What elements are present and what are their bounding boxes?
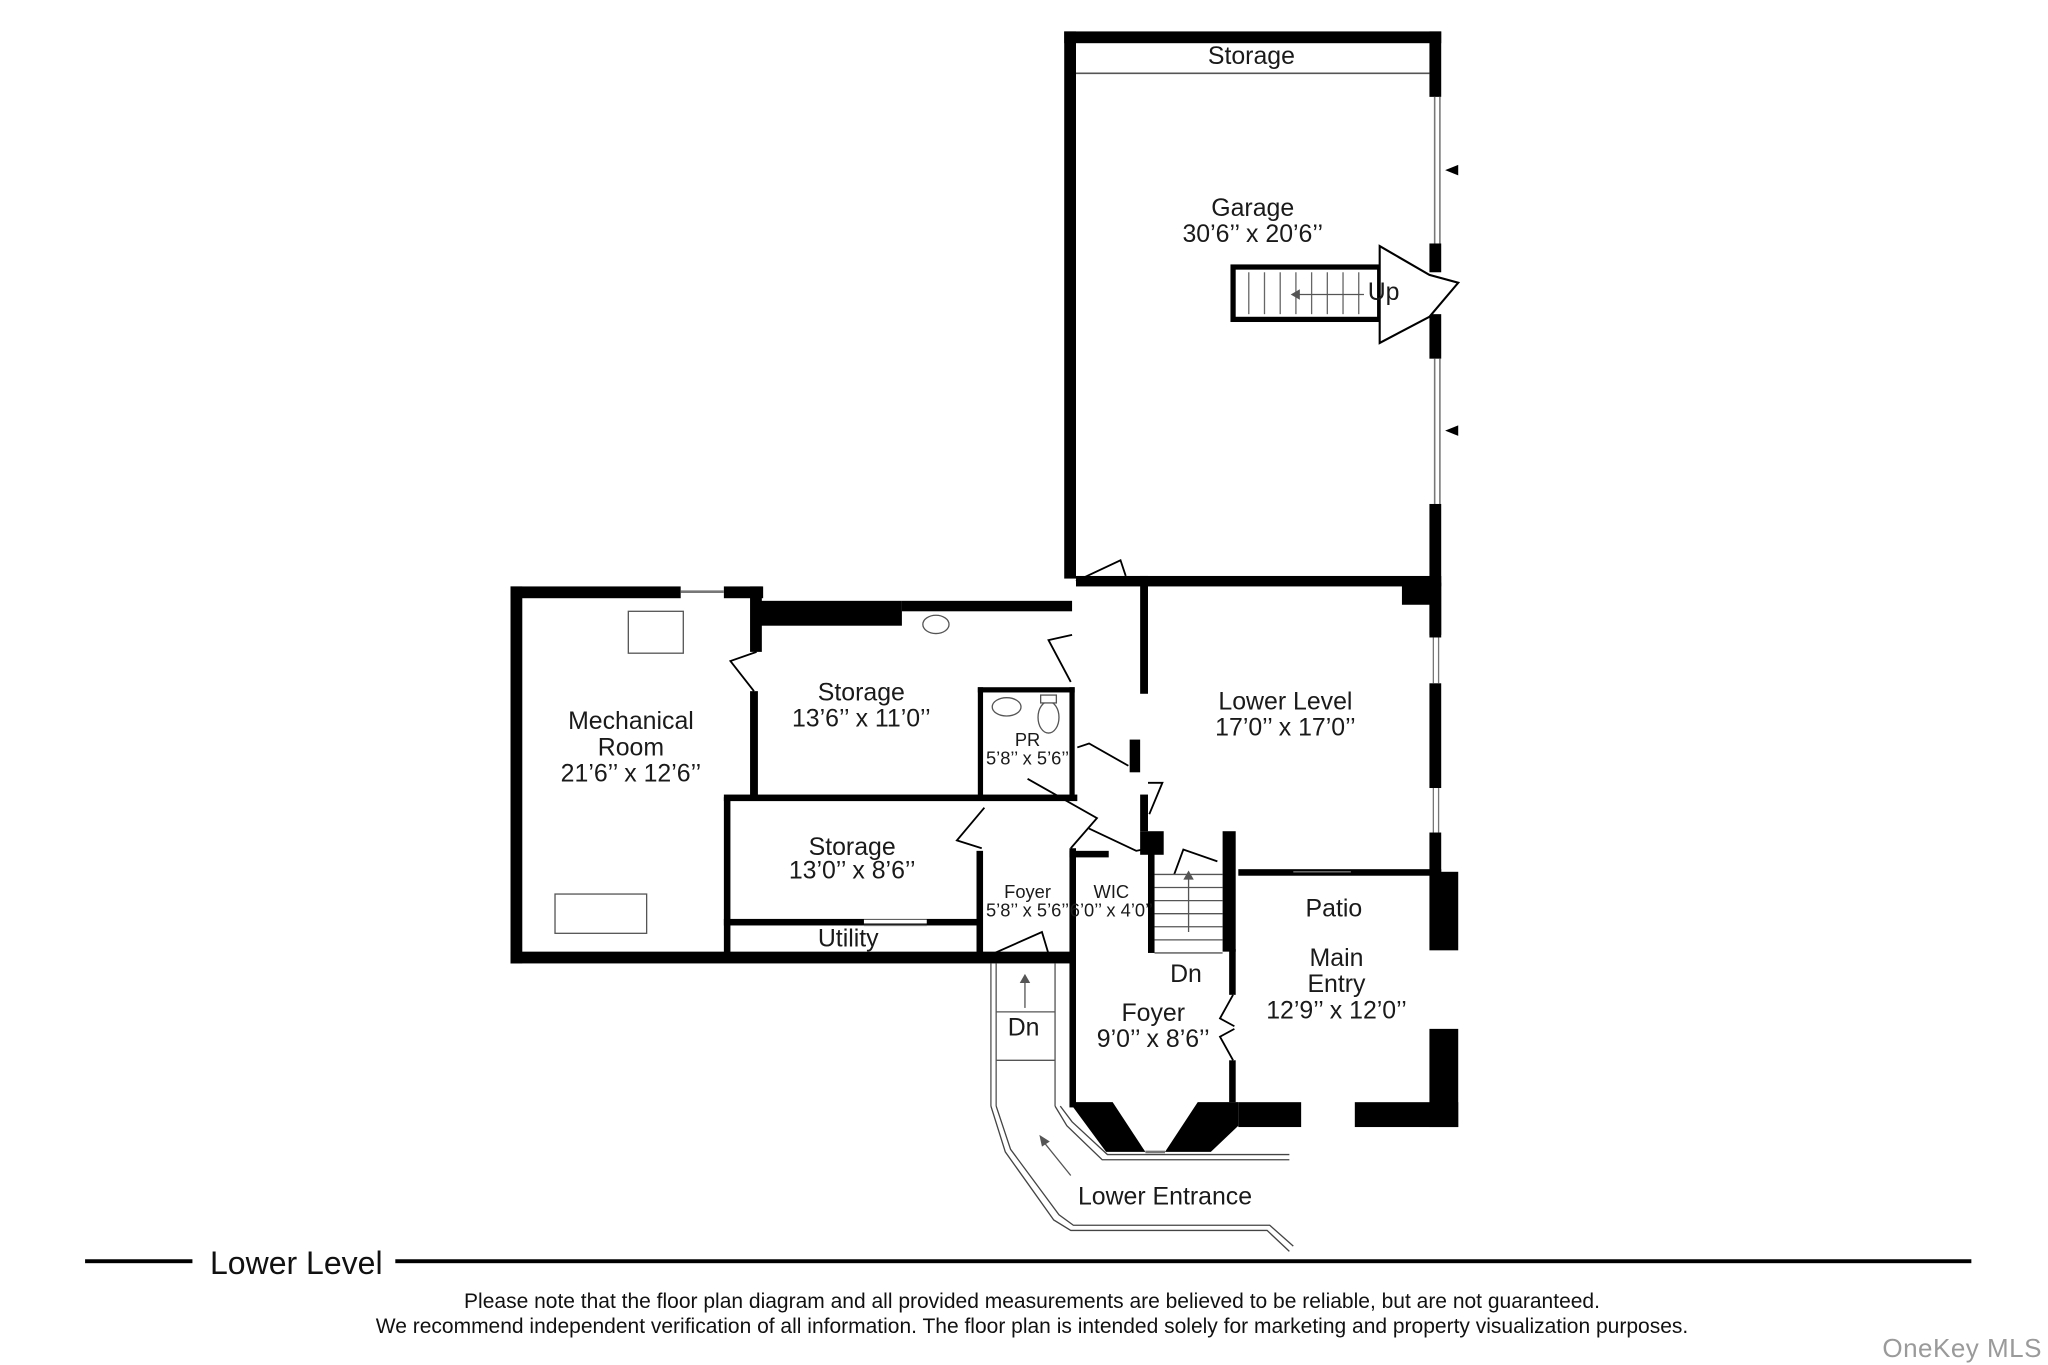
title-rule-left — [85, 1259, 193, 1264]
garage-label: Garage — [1211, 194, 1294, 222]
stair-arrow-head-icon — [1290, 289, 1300, 300]
mechanical-equipment — [554, 893, 648, 934]
toilet-icon — [1037, 700, 1060, 734]
main-entry-label-2: Entry — [1307, 970, 1366, 998]
walkway-arrow — [1042, 1141, 1072, 1176]
foyer-main-dims: 9’0’’ x 8’6’’ — [1097, 1025, 1210, 1053]
storage-a-walls — [723, 600, 1078, 802]
foyer-wic-walls — [1069, 848, 1155, 964]
lower-level-dims: 17’0’’ x 17’0’’ — [1215, 714, 1356, 742]
utility-sink-icon — [922, 614, 950, 635]
title-rule-right — [395, 1259, 1972, 1264]
arrow-marker-icon — [1445, 425, 1459, 436]
stair-arrow-head-icon — [1183, 870, 1194, 880]
arrow-marker-icon — [1445, 164, 1459, 176]
pr-walls — [977, 687, 1075, 798]
stair-door — [1173, 848, 1218, 875]
pr-dims: 5’8’’ x 5’6’’ — [986, 747, 1069, 768]
foyer-main-label: Foyer — [1121, 999, 1185, 1027]
lower-level-windows — [1293, 637, 1440, 873]
storage-a-door — [1047, 633, 1073, 683]
storage-a-label: Storage — [818, 678, 905, 706]
lower-entrance-label: Lower Entrance — [1078, 1182, 1252, 1210]
plan-drawing: Storage Garage 30’6’’ x 20’6’’ Up Mechan… — [85, 31, 1972, 1264]
foyer-door-right — [1027, 778, 1099, 849]
garage-stair — [1230, 264, 1383, 323]
utility-label: Utility — [818, 924, 879, 952]
lower-level-walls — [1075, 575, 1442, 952]
mechanical-label-1: Mechanical — [568, 707, 694, 735]
disclaimer-line-2: We recommend independent verification of… — [375, 1315, 1689, 1338]
patio-label: Patio — [1306, 894, 1363, 922]
storage-b-walls — [723, 797, 984, 957]
toilet-tank-icon — [1040, 694, 1058, 704]
main-entry-dims: 12’9’’ x 12’0’’ — [1266, 996, 1407, 1024]
garage-storage-label: Storage — [1208, 42, 1295, 70]
stair-arrow-head-icon — [1019, 973, 1031, 984]
wic-label: WIC — [1094, 881, 1130, 902]
storage-b-dims: 13’0’’ x 8’6’’ — [789, 856, 916, 884]
hall-door-top — [1075, 558, 1127, 583]
main-entry-label-1: Main — [1310, 944, 1364, 972]
mechanical-equipment — [627, 610, 684, 654]
mechanical-label-2: Room — [598, 733, 664, 761]
garage-walls — [1064, 31, 1442, 635]
stair-up-label: Up — [1368, 278, 1400, 306]
stair-dn-inner-label: Dn — [1170, 960, 1202, 988]
disclaimer-line-1: Please note that the floor plan diagram … — [464, 1290, 1600, 1313]
foyer-door-left — [955, 807, 986, 850]
garage-dims: 30’6’’ x 20’6’’ — [1182, 220, 1323, 248]
main-foyer-door-bottom — [1218, 1028, 1235, 1061]
mechanical-door — [728, 651, 757, 692]
lower-level-door — [1147, 781, 1164, 815]
inner-stair — [1154, 873, 1223, 954]
walkway-arrow-head-icon — [1039, 1134, 1050, 1147]
garage-entry-door — [1378, 244, 1461, 345]
foyer-small-door — [993, 930, 1051, 962]
sink-icon — [991, 697, 1022, 717]
storage-a-dims: 13’6’’ x 11’0’’ — [792, 704, 931, 732]
walkway-lines — [990, 1105, 1294, 1252]
main-foyer-walls — [1069, 949, 1302, 1152]
lower-level-label: Lower Level — [1218, 687, 1352, 715]
patio-walls — [1354, 871, 1459, 1128]
storage-b-label: Storage — [809, 833, 896, 861]
hall-door-mid — [1077, 742, 1129, 767]
garage-stair-treads — [1248, 272, 1360, 315]
garage-door-openings — [1433, 96, 1441, 504]
mechanical-dims: 21’6’’ x 12’6’’ — [561, 759, 702, 787]
watermark-logo: OneKey MLS — [1882, 1333, 2042, 1363]
level-title: Lower Level — [210, 1245, 383, 1281]
pr-label: PR — [1015, 729, 1040, 750]
foyer-small-dims: 5’8’’ x 5’6’’ — [986, 899, 1069, 920]
stair-dn-outer-label: Dn — [1008, 1013, 1040, 1041]
main-foyer-door-top — [1218, 994, 1235, 1028]
outer-stair — [990, 963, 1056, 1107]
foyer-small-label: Foyer — [1004, 881, 1051, 902]
mechanical-walls — [510, 586, 1074, 964]
wic-dims: 6’0’’ x 4’0’’ — [1070, 899, 1153, 920]
